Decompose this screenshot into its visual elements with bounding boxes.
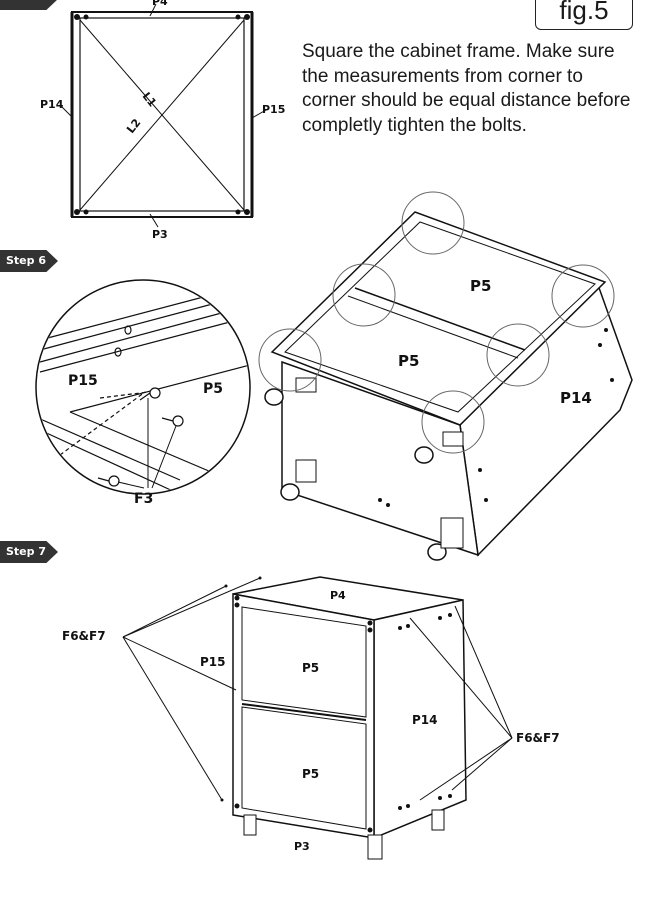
front-label-p14: P14 bbox=[412, 713, 438, 727]
front-label-p4: P4 bbox=[330, 589, 346, 602]
cabinet-label-p5-front: P5 bbox=[398, 352, 419, 370]
cabinet-label-p14: P14 bbox=[560, 389, 592, 407]
detail-label-p5: P5 bbox=[203, 381, 223, 397]
frame-label-right: P15 bbox=[262, 103, 285, 116]
frame-diagram bbox=[59, 3, 267, 228]
step-7-tag: Step 7 bbox=[0, 541, 58, 563]
cabinet-front-view bbox=[122, 576, 513, 860]
step-7-label: Step 7 bbox=[6, 545, 46, 558]
detail-label-f3: F3 bbox=[134, 491, 153, 507]
frame-label-left: P14 bbox=[40, 98, 64, 111]
step-6-label: Step 6 bbox=[6, 254, 46, 267]
detail-circle bbox=[35, 279, 251, 495]
step-6-tag: Step 6 bbox=[0, 250, 58, 272]
detail-label-p15: P15 bbox=[68, 373, 98, 389]
step-tag-top bbox=[0, 0, 58, 10]
fastener-label-left: F6&F7 bbox=[62, 629, 106, 643]
front-label-p5-lower: P5 bbox=[302, 767, 319, 781]
instructions-text: Square the cabinet frame. Make sure the … bbox=[302, 41, 631, 136]
fastener-label-right: F6&F7 bbox=[516, 731, 560, 745]
cabinet-top-view bbox=[258, 191, 633, 561]
figure-label: fig.5 bbox=[535, 0, 633, 30]
frame-label-diag2: L2 bbox=[124, 116, 143, 136]
front-label-p3: P3 bbox=[294, 840, 310, 853]
frame-label-bottom: P3 bbox=[152, 228, 168, 241]
front-label-p5-upper: P5 bbox=[302, 661, 319, 675]
front-label-p15: P15 bbox=[200, 655, 226, 669]
cabinet-label-p5-back: P5 bbox=[470, 277, 491, 295]
frame-label-top: P4 bbox=[152, 0, 168, 8]
